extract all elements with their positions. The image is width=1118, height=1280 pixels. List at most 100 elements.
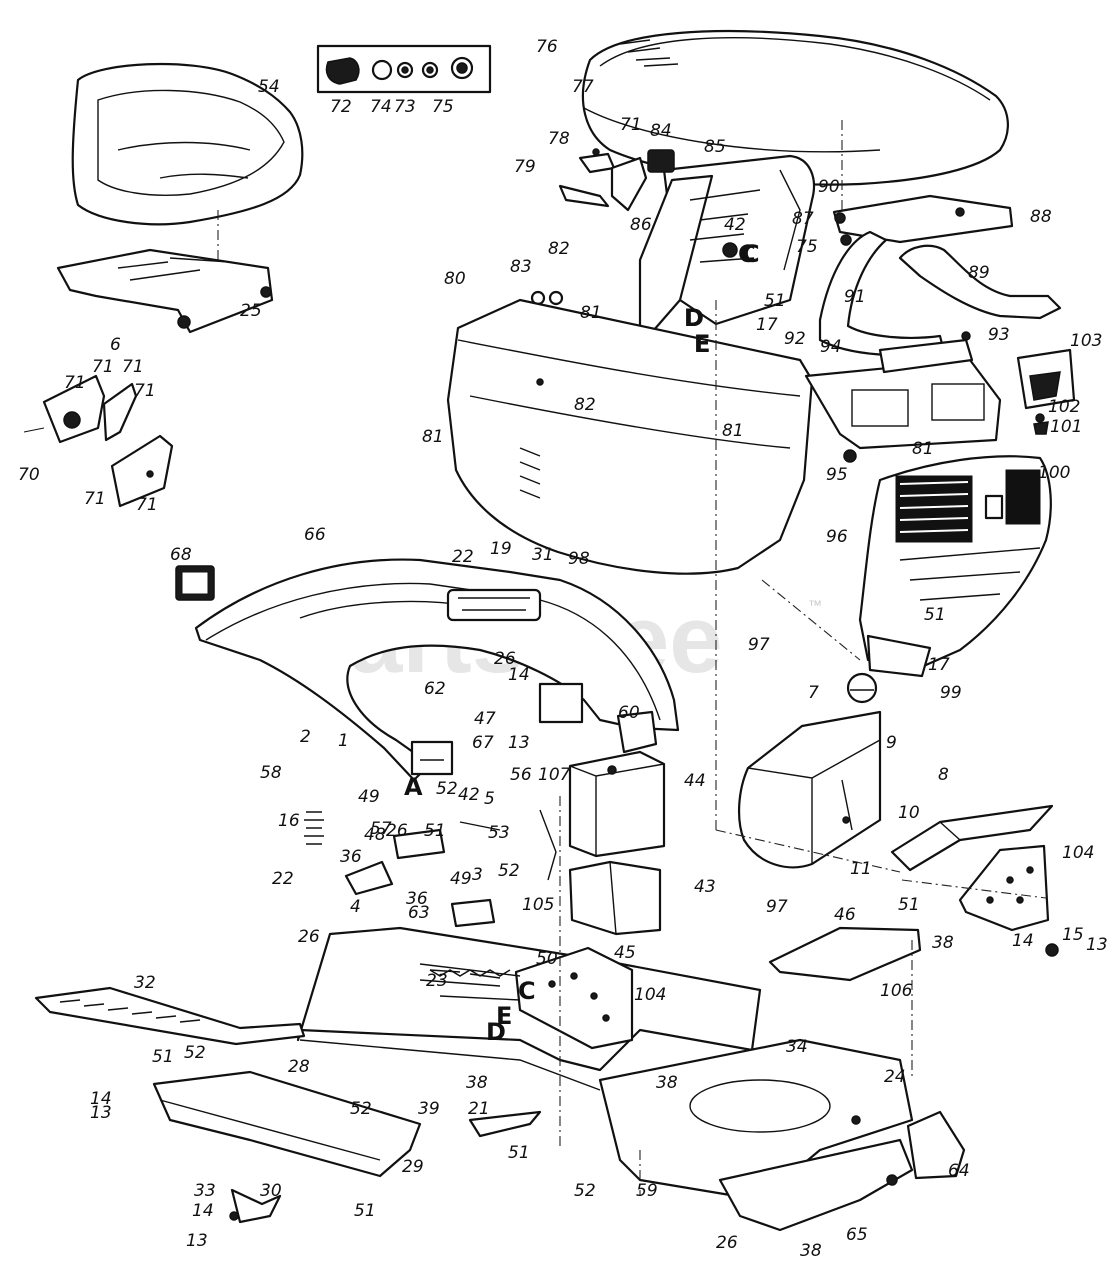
part-number: C	[738, 240, 756, 268]
part-number: 17	[928, 655, 950, 675]
part-number: 26	[494, 649, 516, 669]
part-number: 102	[1048, 397, 1080, 417]
part-number: 73	[394, 97, 416, 117]
part-number: 51	[152, 1047, 174, 1067]
part-number: 7	[808, 683, 819, 703]
part-number: 101	[1050, 417, 1082, 437]
part-number: 26	[716, 1233, 738, 1253]
part-number: 9	[886, 733, 897, 753]
battery	[568, 710, 666, 936]
part-number: 90	[818, 177, 840, 197]
fender	[194, 558, 680, 782]
part-number: 81	[580, 303, 602, 323]
part-number: 48	[364, 825, 386, 845]
part-number: 87	[792, 209, 814, 229]
part-number: 14	[192, 1201, 214, 1221]
part-number: 51	[424, 821, 446, 841]
part-number: 49	[358, 787, 380, 807]
part-number: 70	[18, 465, 40, 485]
part-number: 13	[1086, 935, 1108, 955]
part-number: 19	[490, 539, 512, 559]
part-number: 16	[278, 811, 300, 831]
part-number: 54	[258, 77, 280, 97]
part-number: 53	[488, 823, 510, 843]
part-number: 93	[988, 325, 1010, 345]
part-number: 60	[618, 703, 640, 723]
part-number: 22	[452, 547, 474, 567]
part-number: 38	[932, 933, 954, 953]
part-number: 51	[924, 605, 946, 625]
part-number: 71	[122, 357, 144, 377]
part-number: 13	[90, 1103, 112, 1123]
part-number: 49	[450, 869, 472, 889]
part-number: 74	[370, 97, 392, 117]
part-number: 107	[538, 765, 571, 785]
part-number: E	[694, 330, 710, 358]
part-number: 82	[574, 395, 596, 415]
part-number: 84	[650, 121, 672, 141]
part-number: 38	[656, 1073, 678, 1093]
connection-letter: D	[486, 1018, 506, 1046]
part-number: 31	[532, 545, 554, 565]
part-number: 43	[694, 877, 716, 897]
hood	[581, 29, 1009, 186]
connection-letter: E	[694, 330, 710, 358]
dash-bracket	[804, 338, 1002, 463]
grille	[858, 455, 1052, 678]
fuel-tank	[737, 672, 882, 869]
heat-shield	[890, 804, 1059, 957]
part-number: 1	[338, 731, 349, 751]
part-number: 82	[548, 239, 570, 259]
part-number: 98	[568, 549, 590, 569]
watermark-trademark: ™	[808, 597, 822, 613]
part-number: 80	[444, 269, 466, 289]
part-number: 36	[340, 847, 362, 867]
part-number: 24	[884, 1067, 906, 1087]
part-number: 42	[458, 785, 480, 805]
connection-letter: E	[496, 1002, 512, 1030]
part-number: 97	[748, 635, 770, 655]
part-number: 3	[472, 865, 483, 885]
spring-assembly	[304, 809, 557, 928]
part-number: 25	[240, 301, 262, 321]
part-number: 4	[350, 897, 361, 917]
part-number: 52	[574, 1181, 596, 1201]
footrest	[34, 986, 306, 1046]
part-number: 6	[110, 335, 121, 355]
part-number: 72	[330, 97, 352, 117]
connection-letter: D	[684, 304, 704, 332]
part-number: 91	[844, 287, 866, 307]
part-number: 36	[406, 889, 428, 909]
part-number: 71	[134, 381, 156, 401]
part-number: 78	[548, 129, 570, 149]
part-number: 26	[298, 927, 320, 947]
hood-hinge	[818, 194, 1062, 357]
part-number: 97	[766, 897, 788, 917]
part-number: 52	[350, 1099, 372, 1119]
part-number: 100	[1038, 463, 1070, 483]
part-number: 14	[90, 1089, 112, 1109]
part-number: 83	[510, 257, 532, 277]
part-number: 2	[300, 727, 311, 747]
part-number: 51	[508, 1143, 530, 1163]
part-number: 89	[968, 263, 990, 283]
seat	[71, 62, 304, 226]
part-number: 5	[484, 789, 495, 809]
part-number: 38	[466, 1073, 488, 1093]
part-number: 99	[940, 683, 962, 703]
part-number: 81	[422, 427, 444, 447]
connection-letter: C	[518, 977, 536, 1005]
part-number: 71	[64, 373, 86, 393]
part-number: 59	[636, 1181, 658, 1201]
part-number: 30	[260, 1181, 282, 1201]
part-number: 77	[572, 77, 594, 97]
connection-letter: C	[742, 240, 760, 268]
part-number: 56	[510, 765, 532, 785]
part-number: 86	[630, 215, 652, 235]
part-number: 51	[898, 895, 920, 915]
part-number: 47	[474, 709, 496, 729]
part-number: 75	[432, 97, 454, 117]
